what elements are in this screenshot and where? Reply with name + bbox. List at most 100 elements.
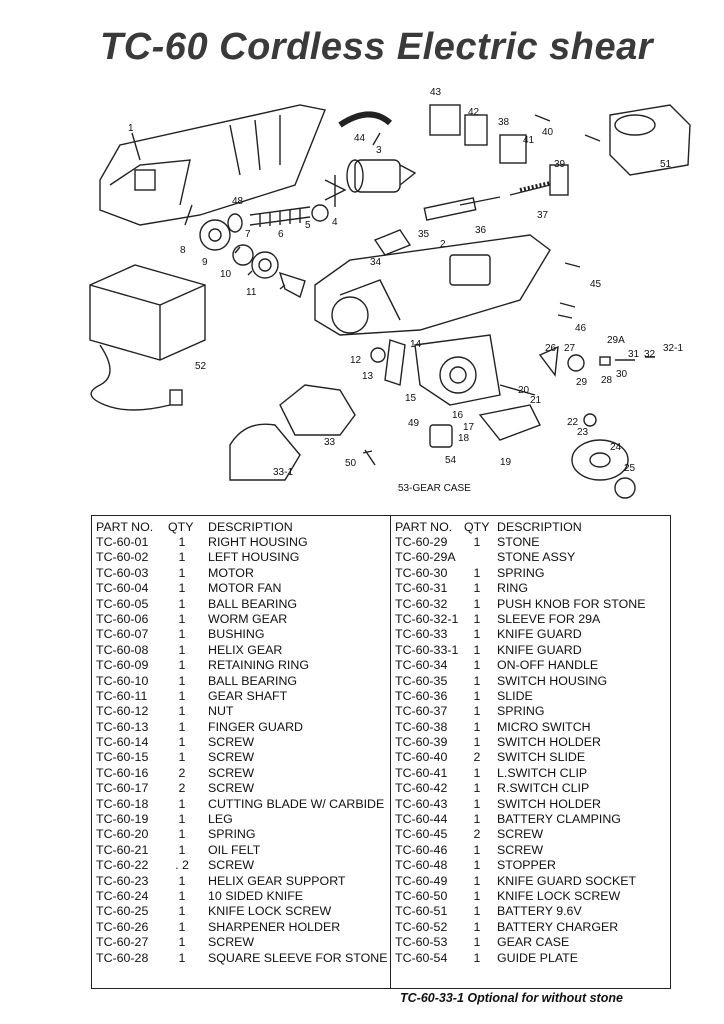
quantity: 1 (473, 688, 481, 703)
quantity: 1 (473, 950, 481, 965)
callout-23: 23 (577, 427, 589, 438)
callout-1: 1 (128, 123, 134, 134)
callout-11: 11 (246, 287, 257, 298)
part-number: TC-60-34 (395, 658, 448, 673)
quantity: 1 (473, 642, 481, 657)
quantity: 1 (473, 565, 481, 580)
quantity: 1 (473, 581, 481, 596)
part-number: TC-60-36 (395, 688, 448, 703)
quantity: 1 (473, 904, 481, 919)
callout-18: 18 (458, 433, 470, 444)
callout-9: 9 (202, 257, 208, 268)
callout-2: 2 (440, 239, 446, 250)
description: SWITCH SLIDE (497, 750, 586, 765)
part-number: TC-60-10 (96, 673, 149, 688)
part-number: TC-60-24 (96, 888, 149, 903)
part-number: TC-60-01 (96, 535, 149, 549)
part-number: TC-60-33 (395, 627, 448, 642)
part-number: TC-60-07 (96, 627, 149, 642)
page-title: TC-60 Cordless Electric shear (100, 26, 654, 68)
description: KNIFE GUARD (497, 627, 582, 642)
quantity: 1 (473, 873, 481, 888)
description: WORM GEAR (208, 611, 288, 626)
callout-49: 49 (408, 418, 420, 429)
callout-4: 4 (332, 217, 338, 228)
callout-32: 32 (644, 349, 656, 360)
part-number: TC-60-29A (395, 550, 456, 565)
description: SPRING (208, 827, 256, 842)
callout-36: 36 (475, 225, 487, 236)
callout-26: 26 (545, 343, 557, 354)
description: BALL BEARING (208, 673, 298, 688)
part-number: TC-60-21 (96, 842, 149, 857)
part-number: TC-60-11 (96, 688, 148, 703)
part-number: TC-60-03 (96, 565, 149, 580)
description: BALL BEARING (208, 596, 298, 611)
description: R.SWITCH CLIP (497, 781, 590, 796)
quantity: 1 (178, 904, 186, 919)
quantity: 1 (178, 827, 186, 842)
description: GUIDE PLATE (497, 950, 579, 965)
part-number: TC-60-25 (96, 904, 149, 919)
part-number: TC-60-13 (96, 719, 149, 734)
description: SHARPENER HOLDER (208, 919, 341, 934)
description: SWITCH HOLDER (497, 735, 601, 750)
knife-drawing (571, 439, 629, 481)
callout-33-1: 33-1 (273, 467, 293, 478)
quantity: . 2 (175, 858, 189, 873)
description: KNIFE LOCK SCREW (497, 888, 621, 903)
description: NUT (208, 704, 234, 719)
part-number: TC-60-52 (395, 919, 448, 934)
description: HELIX GEAR (208, 642, 283, 657)
callout-43: 43 (430, 87, 442, 98)
part-number: TC-60-29 (395, 535, 448, 549)
quantity: 1 (473, 919, 481, 934)
part-number: TC-60-28 (96, 950, 149, 965)
quantity: 1 (473, 812, 481, 827)
quantity: 1 (178, 796, 186, 811)
quantity: 1 (178, 642, 186, 657)
part-number: TC-60-27 (96, 935, 149, 950)
header-description: DESCRIPTION (497, 520, 582, 534)
description: STONE (497, 535, 540, 549)
description: SWITCH HOUSING (497, 673, 608, 688)
callout-25: 25 (624, 463, 636, 474)
part-number: TC-60-51 (395, 904, 448, 919)
callout-53: 53-GEAR CASE (398, 483, 471, 494)
table-row: TC-60-08 1 HELIX GEAR (92, 643, 390, 658)
part-number: TC-60-45 (395, 827, 448, 842)
part-number: TC-60-08 (96, 642, 149, 657)
callout-52: 52 (195, 361, 207, 372)
description: PUSH KNOB FOR STONE (497, 596, 646, 611)
description: OIL FELT (208, 842, 261, 857)
part-number: TC-60-49 (395, 873, 448, 888)
description: SCREW (497, 827, 544, 842)
description: SCREW (208, 935, 255, 950)
header-qty: QTY (168, 520, 194, 534)
description: KNIFE LOCK SCREW (208, 904, 332, 919)
part-number: TC-60-30 (395, 565, 448, 580)
table-header: PART NO. QTY DESCRIPTION (390, 516, 670, 534)
callout-3: 3 (376, 145, 382, 156)
description: BATTERY CHARGER (497, 919, 619, 934)
callout-10: 10 (220, 269, 232, 280)
description: RETAINING RING (208, 658, 309, 673)
quantity: 1 (178, 611, 186, 626)
description: HELIX GEAR SUPPORT (208, 873, 346, 888)
